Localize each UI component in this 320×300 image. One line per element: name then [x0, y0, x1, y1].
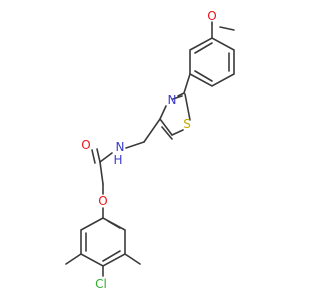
- bond-lines: [65, 21, 235, 277]
- ether-oxygen-label: O: [98, 194, 107, 208]
- atom-labels: O N H N S O O Cl: [81, 9, 216, 291]
- thiazole-nitrogen-label: N: [168, 93, 177, 107]
- thiazole-sulfur-label: S: [183, 117, 191, 131]
- methoxy-oxygen-label: O: [207, 9, 216, 23]
- chlorine-label: Cl: [95, 277, 107, 291]
- chloroxylyl-ring: [80, 217, 126, 267]
- methoxyphenyl-ring: [189, 37, 235, 87]
- amide-nitrogen-label: N: [116, 140, 125, 154]
- carbonyl-oxygen-label: O: [81, 138, 90, 152]
- amide-hydrogen-label: H: [113, 153, 122, 167]
- molecule-structure-diagram: O N H N S O O Cl: [65, 9, 235, 291]
